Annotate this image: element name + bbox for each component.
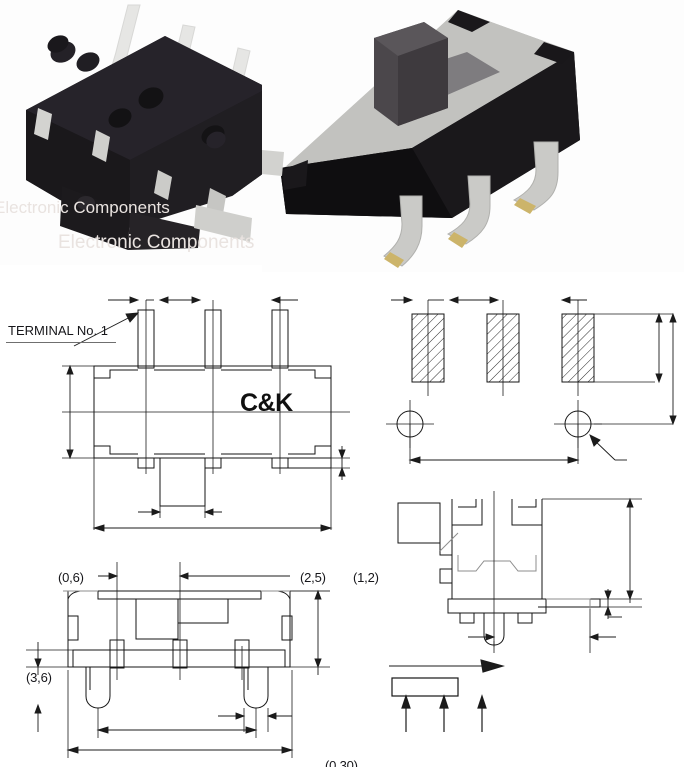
circuit-diagram: 1 2 3 C CIRCUIT DIAGRAM C: COMMON PIN Sh…: [375, 640, 684, 767]
side-view-drawing: b a (2,0) TRAVEL (0,8) (3,5) (6,8) (8,5)…: [0, 550, 360, 767]
dim-body-height: (3,6): [26, 670, 52, 685]
terminal-label-underline: [6, 342, 116, 343]
dim-terminal-thickness: (0,30): [325, 758, 358, 767]
dim-pad-width: (1,2): [353, 570, 379, 585]
terminal-no-1-label: TERMINAL No. 1: [8, 323, 108, 338]
dim-pin-width: (0,6): [58, 570, 84, 585]
switch-photo-actuator-angled: [262, 0, 684, 272]
switch-photo-top-angled: Electronic Components Electronic Compone…: [0, 0, 300, 265]
end-view-drawing: (3,5) (0,3) (3,75): [390, 491, 684, 653]
ck-logo: C&K: [240, 389, 293, 417]
pcb-hole-layout-drawing: (1,2) (2,5) (2,50) (4,0) (6,8) (2X 0,9) …: [353, 278, 684, 585]
dim-pin-pitch: (2,5): [300, 570, 326, 585]
top-view-drawing: (0,6) (2,5) (3,6) (0,30) (1,5±0,05) (9,0…: [0, 278, 358, 767]
